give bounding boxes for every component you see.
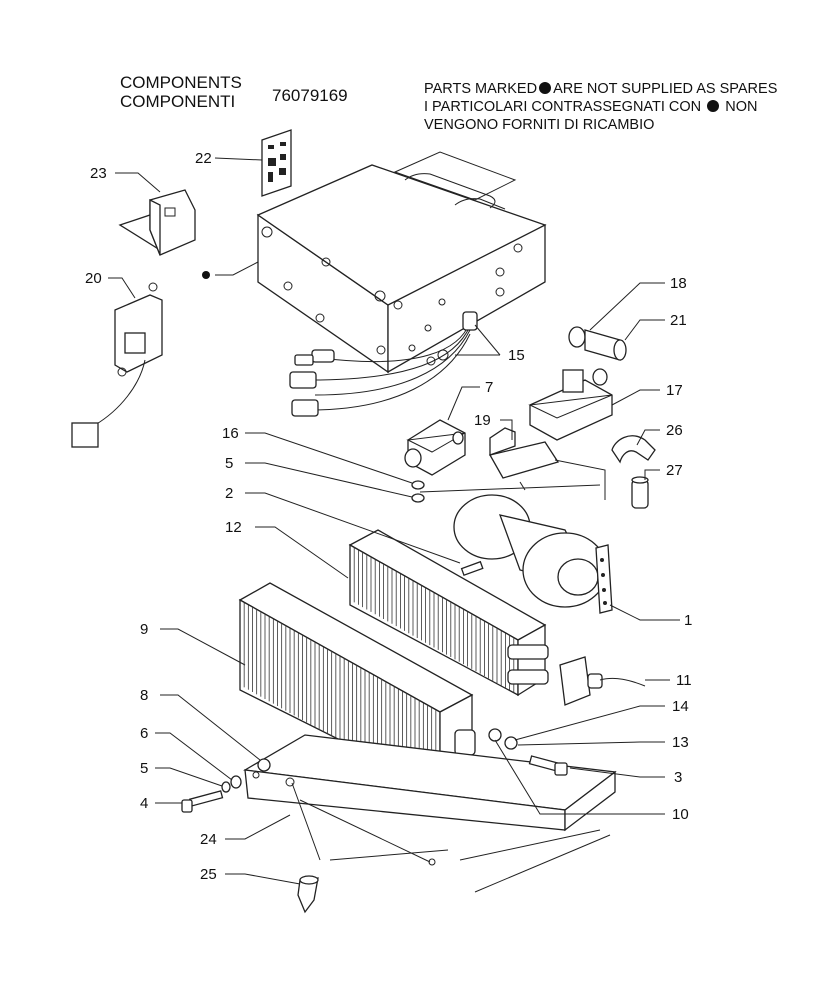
part-25-drain-valve	[297, 875, 319, 914]
callout-8: 8	[140, 687, 148, 704]
part-22-circuit-board	[261, 129, 292, 197]
callout-5-upper: 5	[225, 455, 233, 472]
part-16-nut	[411, 480, 425, 490]
marked-dot-icon	[707, 100, 720, 112]
part-3-bolt	[528, 755, 568, 776]
callout-21: 21	[670, 312, 687, 329]
callout-25: 25	[200, 866, 217, 883]
marked-dot-icon	[202, 271, 210, 279]
notice-line-1: PARTS MARKED ARE NOT SUPPLIED AS SPARES	[424, 80, 777, 98]
callout-16: 16	[222, 425, 239, 442]
part-14-nut	[488, 728, 502, 742]
part-8-plug	[257, 758, 271, 772]
part-12-evaporator-coil	[348, 529, 549, 697]
part-26-elbow-hose	[611, 435, 656, 464]
leader-lines	[108, 157, 680, 885]
spares-notice: PARTS MARKED ARE NOT SUPPLIED AS SPARES I…	[424, 80, 777, 134]
callout-11: 11	[676, 672, 692, 689]
part-18-ring	[568, 326, 586, 348]
part-2-screw	[460, 560, 484, 577]
callout-1: 1	[684, 612, 692, 629]
part-5-washer-upper	[411, 493, 425, 503]
callout-27: 27	[666, 462, 683, 479]
notice-line-2: I PARTICOLARI CONTRASSEGNATI CON NON	[424, 98, 777, 116]
callout-12: 12	[225, 519, 242, 536]
callout-17: 17	[666, 382, 683, 399]
title-block: COMPONENTS COMPONENTI	[120, 73, 242, 111]
callout-26: 26	[666, 422, 683, 439]
part-27-tube	[631, 476, 649, 509]
notice-line-2-start: I PARTICOLARI CONTRASSEGNATI CON	[424, 99, 702, 115]
part-21-hose	[584, 329, 627, 361]
callout-15: 15	[508, 347, 525, 364]
part-11-switch	[559, 656, 646, 706]
callout-4: 4	[140, 795, 148, 812]
notice-line-2-end: NON	[725, 99, 758, 115]
callout-3: 3	[674, 769, 682, 786]
title-italian: COMPONENTI	[120, 92, 236, 111]
callout-20: 20	[85, 270, 102, 287]
part-7-expansion-valve	[404, 419, 466, 476]
callout-2: 2	[225, 485, 233, 502]
part-6-washer	[230, 775, 242, 789]
callout-7: 7	[485, 379, 493, 396]
callouts: 23 22 20 18 21 15 7 17 19 16 26 5 27 2 1…	[85, 150, 692, 883]
heater-housing	[256, 151, 547, 374]
wiring-harness	[289, 311, 478, 417]
part-1-blower-motor	[453, 494, 613, 614]
notice-line-3: VENGONO FORNITI DI RICAMBIO	[424, 117, 655, 133]
callout-5-lower: 5	[140, 760, 148, 777]
callout-9: 9	[140, 621, 148, 638]
part-19-bracket	[489, 427, 560, 491]
title-english: COMPONENTS	[120, 73, 242, 92]
callout-24: 24	[200, 831, 217, 848]
callout-13: 13	[672, 734, 689, 751]
callout-6: 6	[140, 725, 148, 742]
notice-line-1-end: ARE NOT SUPPLIED AS SPARES	[553, 81, 778, 97]
part-24-drain-tray	[243, 734, 617, 893]
callout-18: 18	[670, 275, 687, 292]
assembly-part-number: 76079169	[272, 86, 348, 105]
marked-dot-icon	[539, 82, 552, 94]
part-23-bracket	[118, 189, 196, 256]
callout-10: 10	[672, 806, 689, 823]
part-5-washer-lower	[221, 781, 231, 793]
callout-19: 19	[474, 412, 491, 429]
callout-14: 14	[672, 698, 689, 715]
part-20-sensor	[71, 282, 163, 448]
part-17-valve-block	[528, 368, 613, 441]
callout-22: 22	[195, 150, 212, 167]
notice-line-1-start: PARTS MARKED	[424, 81, 538, 97]
callout-23: 23	[90, 165, 107, 182]
part-13-washer	[504, 736, 518, 750]
part-4-bolt	[181, 790, 224, 813]
